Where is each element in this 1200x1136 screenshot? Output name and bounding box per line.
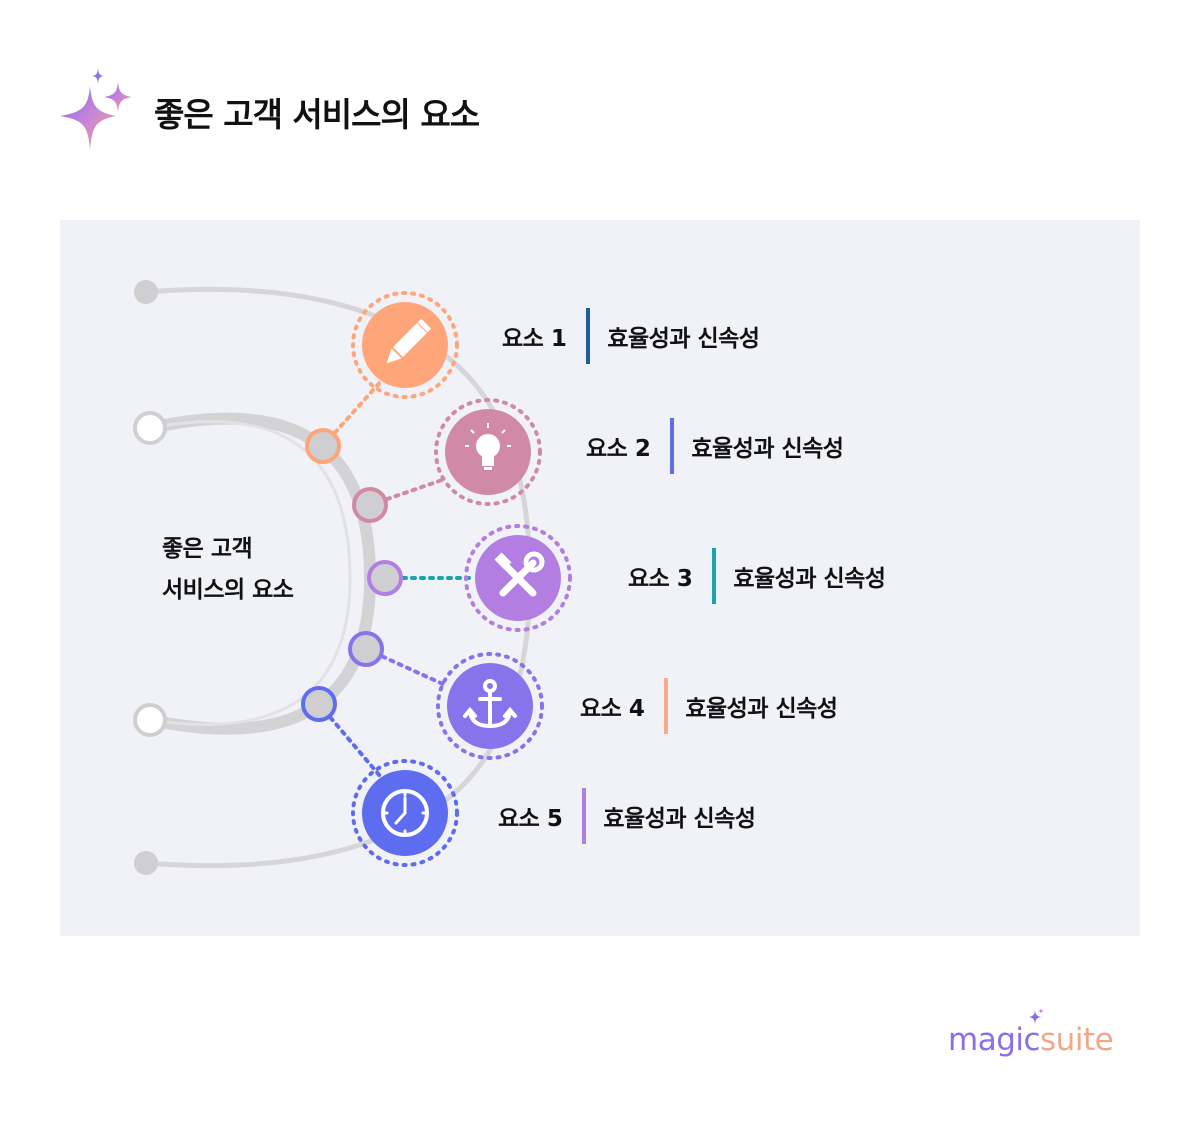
element-3-text: 효율성과 신속성 [733,566,886,592]
element-5-badge [351,759,459,867]
element-4-text: 효율성과 신속성 [685,696,838,722]
element-2-label: 요소 2 효율성과 신속성 [586,418,844,474]
element-2-bar [670,418,675,474]
node-5 [301,686,337,722]
element-3-bar [712,548,717,604]
element-1-text: 효율성과 신속성 [607,326,760,352]
lightbulb-icon [465,423,511,470]
node-1 [305,428,341,464]
logo-text-magic: magic [948,1022,1041,1058]
inner-arc-highlight [149,420,352,726]
center-label-line-1: 좋은 고객 [162,536,253,562]
anchor-icon [463,679,517,729]
center-label: 좋은 고객 서비스의 요소 [162,529,294,611]
element-1-label: 요소 1 효율성과 신속성 [502,308,760,364]
sparkle-icon [60,68,132,150]
inner-arc-start-ring [133,411,167,445]
element-1-number: 요소 1 [502,326,567,352]
node-4 [348,631,384,667]
element-2-badge [434,398,542,506]
element-3-number: 요소 3 [628,566,693,592]
element-4-label: 요소 4 효율성과 신속성 [580,678,838,734]
clock-icon [381,789,429,837]
outer-arc-end-dot [134,851,158,875]
element-4-badge [436,652,544,760]
element-1-bar [586,308,591,364]
center-label-line-2: 서비스의 요소 [162,577,294,603]
node-3 [367,560,403,596]
diagram-graphic [133,280,572,875]
diagram-panel: 좋은 고객 서비스의 요소 요소 1 효율성과 신속성 요소 2 효율성과 신속… [60,220,1140,936]
outer-arc-start-dot [134,280,158,304]
element-4-number: 요소 4 [580,696,645,722]
logo-text: magicsuite [948,1022,1114,1058]
element-1-badge [351,291,459,399]
element-2-number: 요소 2 [586,436,651,462]
hammer-wrench-icon [494,551,545,597]
inner-arc-end-ring [133,703,167,737]
logo-sparkle-icon [1029,1008,1044,1024]
connector-1 [321,358,402,448]
element-5-label: 요소 5 효율성과 신속성 [498,788,756,844]
node-2 [352,487,388,523]
header: 좋은 고객 서비스의 요소 [58,68,758,152]
element-2-text: 효율성과 신속성 [691,436,844,462]
element-4-bar [664,678,669,734]
magicsuite-logo: magicsuite [948,1008,1148,1068]
element-5-text: 효율성과 신속성 [603,806,756,832]
element-3-badge [464,524,572,632]
connector-4 [364,647,447,687]
element-3-label: 요소 3 효율성과 신속성 [628,548,886,604]
logo-text-suite: suite [1040,1022,1114,1058]
element-5-bar [582,788,587,844]
page-title: 좋은 고객 서비스의 요소 [154,95,480,134]
connector-5 [317,702,382,778]
element-5-number: 요소 5 [498,806,563,832]
pencil-icon [386,318,432,364]
